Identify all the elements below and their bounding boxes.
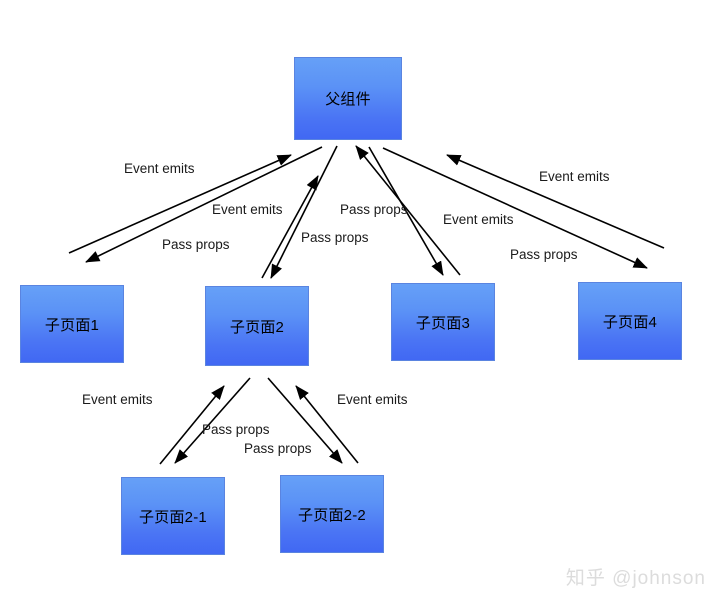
node-child1[interactable]: 子页面1 [20, 285, 124, 363]
edge-label: Event emits [82, 392, 153, 407]
edge-label: Event emits [124, 161, 195, 176]
edge-pass-props [85, 146, 323, 263]
edge-pass-props [382, 147, 648, 269]
edge-pass-props [174, 377, 251, 464]
edge-pass-props [267, 377, 343, 464]
edge-label: Pass props [162, 237, 230, 252]
edge-pass-props [270, 145, 338, 279]
edge-event-emits [159, 385, 225, 465]
watermark: 知乎 @johnson [565, 568, 706, 589]
edge-event-emits [355, 145, 461, 276]
node-label: 子页面2-2 [298, 506, 366, 524]
node-label: 父组件 [325, 91, 371, 108]
edge-label: Pass props [244, 441, 312, 456]
node-parent[interactable]: 父组件 [294, 57, 402, 140]
edge-label: Pass props [510, 247, 578, 262]
node-child2[interactable]: 子页面2 [205, 286, 309, 366]
node-label: 子页面2-1 [139, 508, 207, 526]
edge-label: Pass props [340, 202, 408, 217]
node-label: 子页面1 [44, 316, 100, 334]
edge-event-emits [295, 385, 359, 464]
node-label: 子页面4 [602, 313, 658, 331]
node-label: 子页面2 [229, 318, 285, 336]
edge-pass-props [368, 146, 444, 276]
node-child22[interactable]: 子页面2-2 [280, 475, 384, 553]
edge-event-emits [261, 175, 319, 279]
node-child4[interactable]: 子页面4 [578, 282, 682, 360]
edge-label: Pass props [202, 422, 270, 437]
edge-group [68, 145, 665, 465]
edge-event-emits [446, 154, 665, 249]
edge-label: Event emits [443, 212, 514, 227]
node-child21[interactable]: 子页面2-1 [121, 477, 225, 555]
edge-event-emits [68, 154, 292, 254]
edge-label: Event emits [539, 169, 610, 184]
edge-label: Event emits [212, 202, 283, 217]
node-child3[interactable]: 子页面3 [391, 283, 495, 361]
edge-label: Event emits [337, 392, 408, 407]
edge-label: Pass props [301, 230, 369, 245]
node-label: 子页面3 [415, 314, 471, 332]
